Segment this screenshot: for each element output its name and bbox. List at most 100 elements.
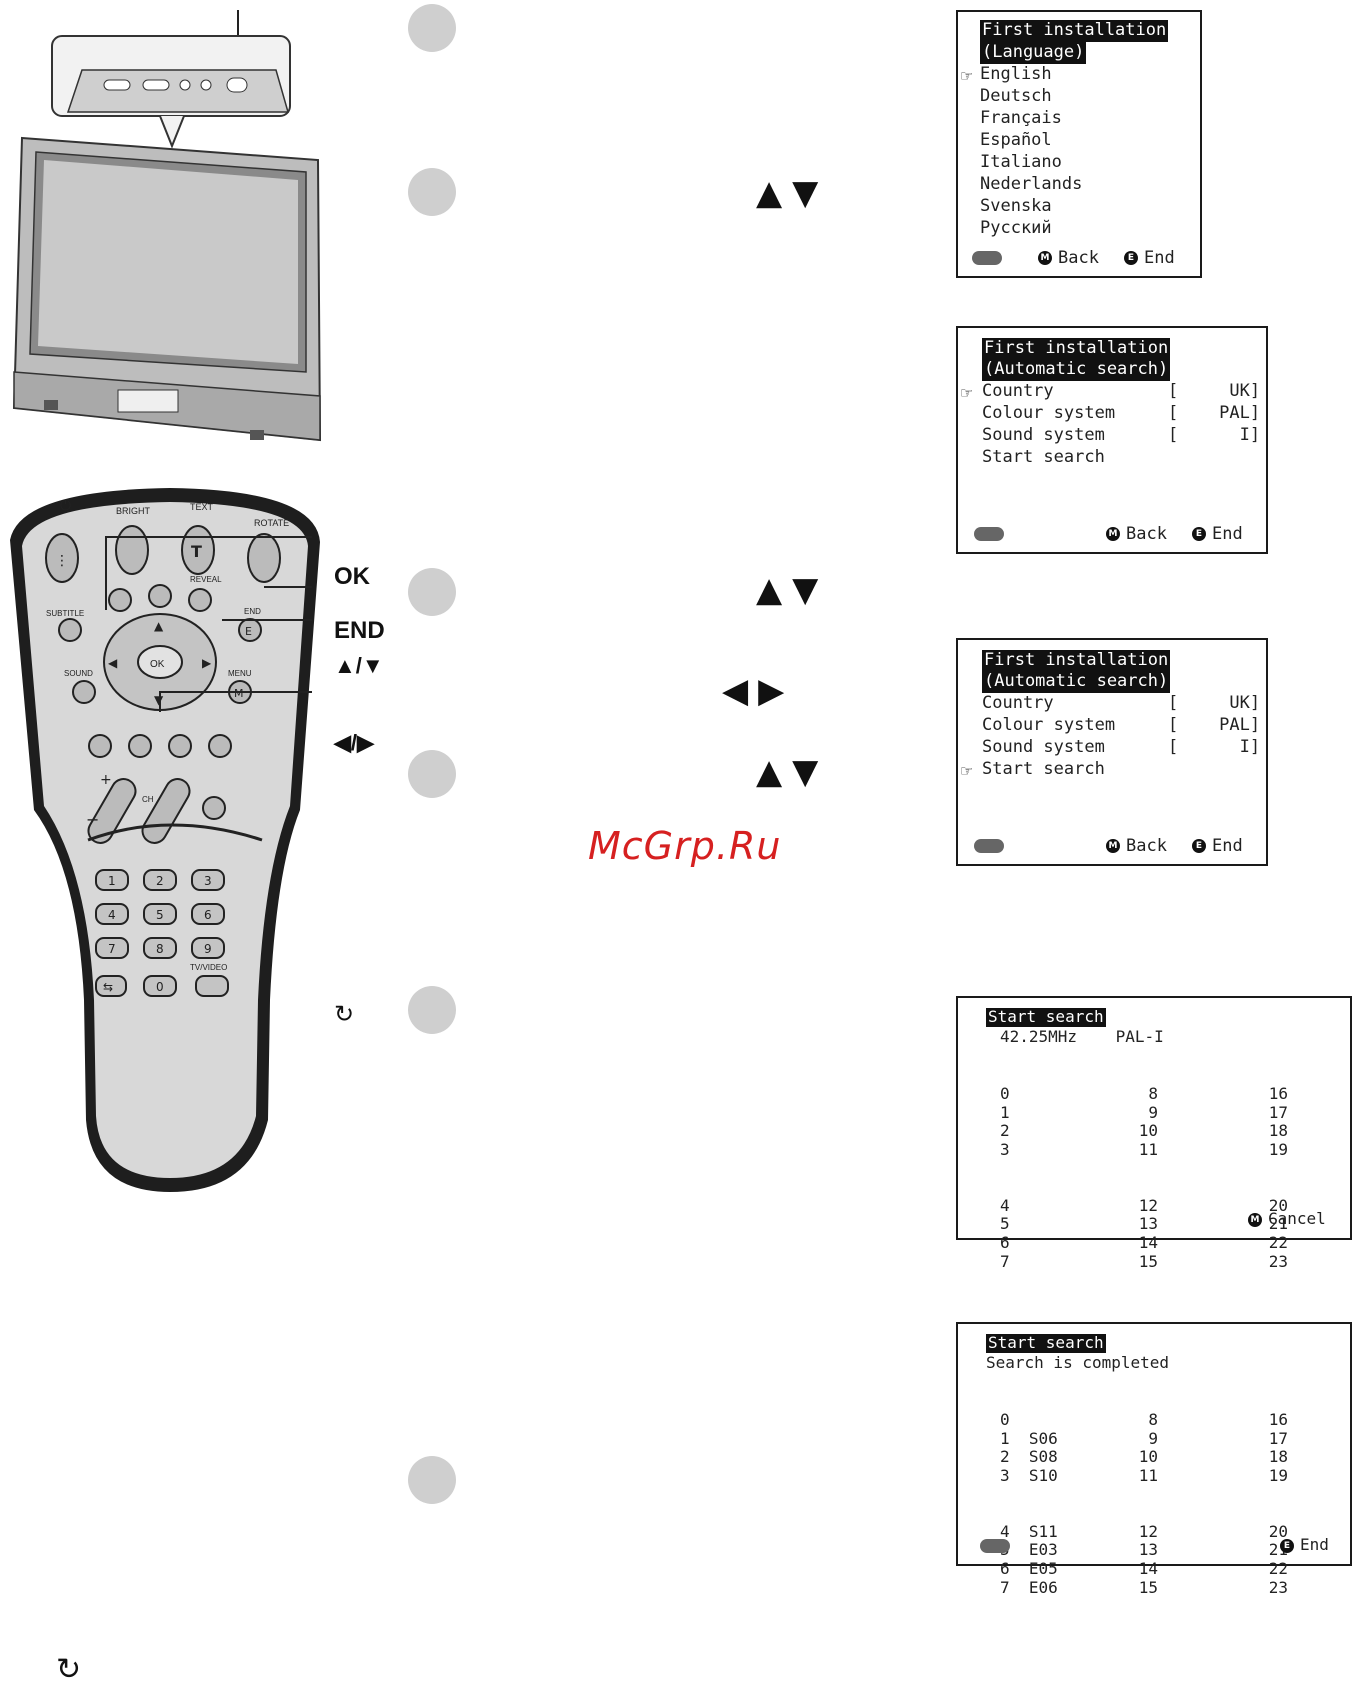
menu-row-label[interactable]: Start search: [982, 447, 1105, 467]
reveal-label: REVEAL: [190, 575, 222, 584]
svg-text:▲: ▲: [154, 619, 164, 633]
remote-control: ⋮ T ⏻ BRIGHT TEXT ROTATE REVEAL SUBTITLE…: [10, 488, 320, 1192]
menu-dot-icon: M: [1106, 527, 1120, 541]
language-item[interactable]: Français: [980, 108, 1062, 128]
digit-key: [191, 937, 225, 959]
osd-done-title: Start search: [986, 1333, 1106, 1353]
menu-row-label[interactable]: Start search: [982, 759, 1105, 779]
osd-language-title2: (Language): [980, 42, 1087, 64]
digit-key-label: 0: [156, 980, 164, 994]
end-label: End: [1144, 248, 1175, 268]
svg-text:+: +: [100, 772, 112, 788]
menu-dot-icon: M: [1038, 251, 1052, 265]
tv-illustration: [12, 10, 322, 442]
end-dot-icon: E: [1192, 839, 1206, 853]
digit-key: [143, 937, 177, 959]
menu-dot-icon: M: [1106, 839, 1120, 853]
return-icon-footer: ↻: [56, 1653, 82, 1686]
end-label: End: [1300, 1535, 1329, 1554]
osd-auto1-title2: (Automatic search): [982, 359, 1171, 381]
language-item[interactable]: Nederlands: [980, 174, 1083, 194]
end-dot-icon: E: [1124, 251, 1138, 265]
digit-key-label: 7: [108, 942, 116, 956]
digit-key: [143, 869, 177, 891]
updown-arrows-step2: ▲▼: [756, 173, 829, 213]
osd-auto2-title1: First installation: [982, 650, 1171, 672]
digit-key: [143, 903, 177, 925]
digit-key: [143, 975, 177, 997]
end-dot-icon: E: [1280, 1538, 1294, 1553]
callout-lines: [105, 536, 312, 712]
navpad-icon: [972, 251, 1002, 265]
menu-row-label[interactable]: Colour system: [982, 715, 1116, 735]
osd-auto1-title1: First installation: [982, 338, 1171, 360]
digit-key-label: 2: [156, 874, 164, 888]
digit-key-label: 8: [156, 942, 164, 956]
leftright-arrows-step3: ◀▶: [722, 671, 795, 711]
step-6-circle: [408, 1456, 456, 1504]
menu-row-value: [ PAL]: [1168, 715, 1261, 735]
osd-auto-search-country: First installation (Automatic search) ☞ …: [956, 326, 1268, 554]
language-item[interactable]: Svenska: [980, 196, 1052, 216]
svg-text:⇆: ⇆: [103, 980, 113, 994]
menu-row-value: [ UK]: [1168, 693, 1261, 713]
digit-key-label: 9: [204, 942, 212, 956]
ok-callout: OK: [334, 563, 370, 590]
language-item[interactable]: Español: [980, 130, 1052, 150]
updown-arrows-step3: ▲▼: [756, 570, 829, 610]
menu-label: MENU: [228, 669, 252, 678]
svg-text:◀: ◀: [108, 656, 118, 670]
subtitle-label: SUBTITLE: [46, 609, 84, 618]
end-callout: END: [334, 617, 385, 644]
step-2-circle: [408, 168, 456, 216]
menu-row-label[interactable]: Sound system: [982, 737, 1105, 757]
end-dot-icon: E: [1192, 527, 1206, 541]
digit-key-label: 5: [156, 908, 164, 922]
navpad-icon: [974, 839, 1004, 853]
return-callout: ↻: [334, 1001, 355, 1028]
search-status: 42.25MHz PAL-I: [1000, 1027, 1164, 1046]
menu-row-value: [ I]: [1168, 737, 1261, 757]
osd-auto-search-start: First installation (Automatic search) Co…: [956, 638, 1268, 866]
menu-row-value: [ UK]: [1168, 381, 1261, 401]
menu-row-label[interactable]: Sound system: [982, 425, 1105, 445]
language-item[interactable]: Italiano: [980, 152, 1062, 172]
menu-row-label[interactable]: Colour system: [982, 403, 1116, 423]
watermark: McGrp.Ru: [588, 824, 782, 868]
menu-dot-icon: M: [1248, 1212, 1262, 1227]
updown-arrows-step4: ▲▼: [756, 752, 829, 792]
digit-key-label: 3: [204, 874, 212, 888]
cancel-label[interactable]: Cancel: [1268, 1209, 1326, 1228]
bright-label: BRIGHT: [116, 506, 151, 516]
e-key-label: E: [245, 625, 252, 638]
end-label: End: [1212, 524, 1243, 544]
language-item[interactable]: Deutsch: [980, 86, 1052, 106]
menu-row-label[interactable]: Country: [982, 381, 1054, 401]
digit-key-label: 1: [108, 874, 116, 888]
menu-row-label[interactable]: Country: [982, 693, 1054, 713]
language-item[interactable]: English: [980, 64, 1052, 84]
search-completed-status: Search is completed: [986, 1353, 1170, 1372]
step-1-circle: [408, 4, 456, 52]
navpad-icon: [974, 527, 1004, 541]
digit-key: [95, 869, 129, 891]
pointing-hand-icon: ☞: [960, 762, 974, 780]
osd-auto2-title2: (Automatic search): [982, 671, 1171, 693]
language-item[interactable]: Русский: [980, 218, 1052, 238]
menu-row-value: [ I]: [1168, 425, 1261, 445]
svg-text:⋮: ⋮: [55, 553, 69, 569]
osd-search-title: Start search: [986, 1007, 1106, 1027]
digit-key: [95, 903, 129, 925]
end-small-label: END: [244, 607, 261, 616]
ok-key-label: OK: [150, 659, 165, 670]
tvvideo-label: TV/VIDEO: [190, 963, 227, 972]
menu-row-value: [ PAL]: [1168, 403, 1261, 423]
step-5-circle: [408, 986, 456, 1034]
svg-text:−: −: [86, 810, 99, 829]
